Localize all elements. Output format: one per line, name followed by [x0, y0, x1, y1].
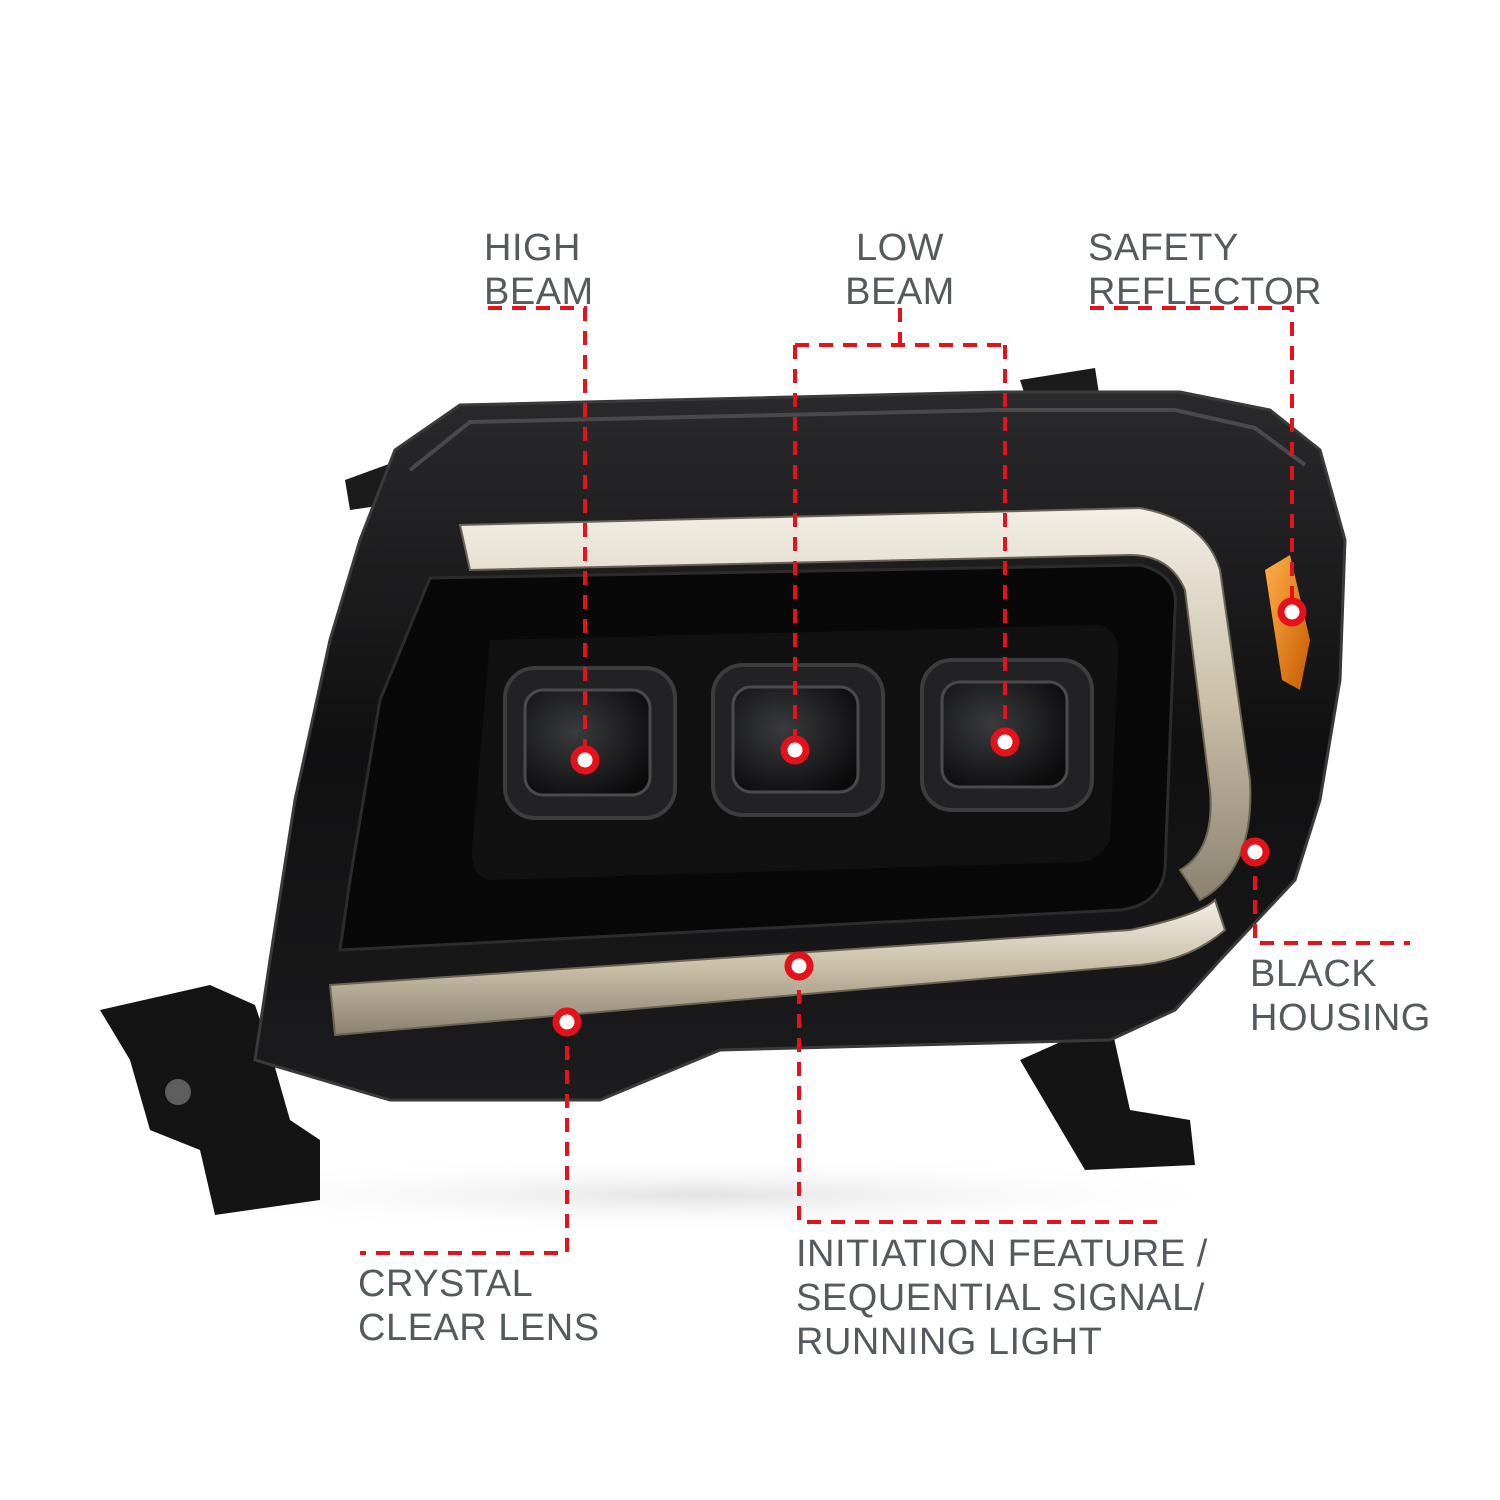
callout-dots — [552, 597, 1307, 1037]
label-high-beam-line2: BEAM — [484, 271, 594, 313]
label-black-housing-line2: HOUSING — [1250, 997, 1431, 1039]
label-crystal-clear-lens-line2: CLEAR LENS — [358, 1307, 600, 1349]
label-initiation-feature-line1: INITIATION FEATURE / — [796, 1233, 1208, 1275]
label-crystal-clear-lens: CRYSTAL CLEAR LENS — [358, 1262, 600, 1350]
callout-dot-initiation-feature — [784, 951, 814, 981]
mounting-bracket-right — [1020, 1020, 1195, 1170]
callout-lines — [360, 306, 1410, 1255]
label-low-beam: LOW BEAM — [830, 226, 970, 314]
callout-line-safety-reflector — [1090, 306, 1294, 612]
callout-dot-low-beam-1 — [780, 735, 810, 765]
label-initiation-feature: INITIATION FEATURE / SEQUENTIAL SIGNAL/ … — [796, 1232, 1208, 1364]
label-safety-reflector: SAFETY REFLECTOR — [1088, 226, 1322, 314]
label-safety-reflector-line2: REFLECTOR — [1088, 271, 1322, 313]
label-safety-reflector-line1: SAFETY — [1088, 227, 1239, 269]
callout-line-low-beam — [793, 308, 1007, 750]
callout-line-initiation-feature — [797, 966, 1160, 1224]
callout-line-high-beam — [488, 306, 587, 760]
upper-drl-strip — [458, 506, 1252, 902]
label-black-housing-line1: BLACK — [1250, 953, 1378, 995]
callout-dot-safety-reflector — [1277, 597, 1307, 627]
label-high-beam-line1: HIGH — [484, 227, 581, 269]
bracket-bolt-hole — [165, 1079, 191, 1105]
label-black-housing: BLACK HOUSING — [1250, 952, 1431, 1040]
callout-dot-low-beam-2 — [990, 727, 1020, 757]
callout-dot-black-housing — [1240, 837, 1270, 867]
callout-dot-high-beam — [570, 745, 600, 775]
callout-line-black-housing — [1253, 852, 1410, 945]
callout-line-crystal-clear-lens — [360, 1022, 569, 1255]
lower-drl-strip — [328, 898, 1227, 1037]
label-low-beam-line1: LOW — [855, 227, 945, 269]
projector-high-beam — [503, 666, 677, 820]
label-high-beam: HIGH BEAM — [484, 226, 594, 314]
callout-dot-crystal-clear-lens — [552, 1007, 582, 1037]
label-low-beam-line2: BEAM — [845, 271, 955, 313]
label-initiation-feature-line3: RUNNING LIGHT — [796, 1321, 1103, 1363]
label-crystal-clear-lens-line1: CRYSTAL — [358, 1263, 534, 1305]
floor-shadow — [140, 1155, 1260, 1235]
label-initiation-feature-line2: SEQUENTIAL SIGNAL/ — [796, 1277, 1205, 1319]
lens-edge-highlight — [408, 408, 1307, 472]
